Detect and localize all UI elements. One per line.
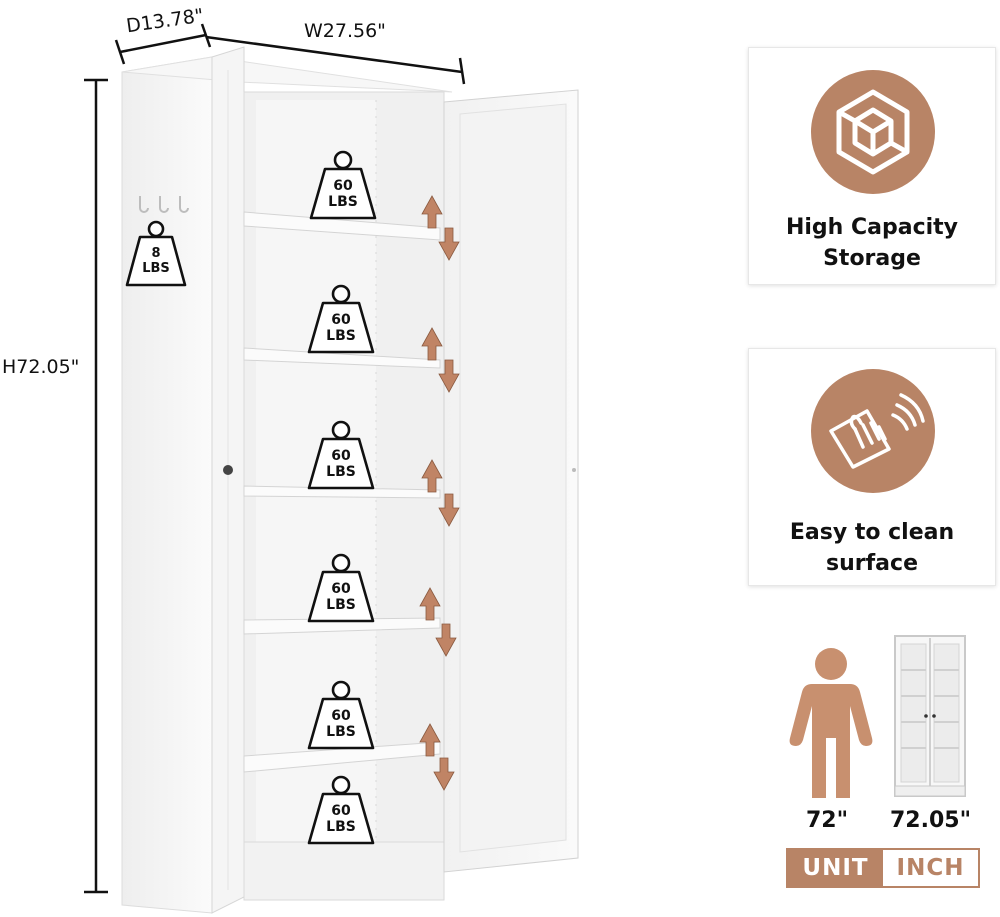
feature-label: Easy to clean surface [789, 520, 955, 576]
cabinet-thumbnail-icon [894, 635, 966, 797]
wiping-hand-icon [811, 369, 935, 493]
feature-card-cleaning: Easy to clean surface [748, 348, 996, 586]
unit-value: INCH [883, 850, 978, 886]
cube-icon [811, 70, 935, 194]
unit-label: UNIT [788, 850, 883, 886]
feature-label: High Capacity Storage [785, 215, 959, 271]
person-height-label: 72" [806, 808, 849, 833]
cabinet-height-label: 72.05" [890, 808, 972, 833]
feature-card-capacity: High Capacity Storage [748, 47, 996, 285]
height-label: H72.05" [2, 356, 80, 378]
unit-badge: UNIT INCH [786, 848, 980, 888]
person-icon [789, 648, 873, 798]
width-label: W27.56" [304, 20, 386, 42]
